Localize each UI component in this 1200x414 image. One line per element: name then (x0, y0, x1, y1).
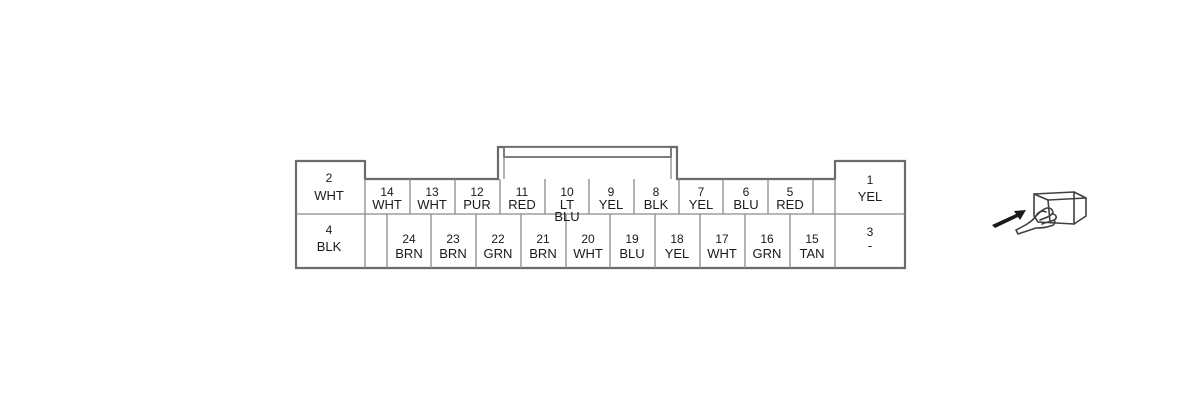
wire-color: BRN (529, 246, 556, 261)
pin-cell: 19 BLU (619, 232, 644, 261)
wire-color: YEL (665, 246, 690, 261)
wire-color: WHT (573, 246, 603, 261)
wire-color: WHT (417, 197, 447, 212)
pin-cell: 17 WHT (707, 232, 737, 261)
pin-number: 12 (470, 185, 484, 199)
pin-number: 2 (326, 171, 333, 185)
pin-cell: 22 GRN (484, 232, 513, 261)
wire-color-part: BLU (554, 209, 579, 224)
pin-number: 9 (608, 185, 615, 199)
wire-color: WHT (707, 246, 737, 261)
pin-number: 15 (805, 232, 819, 246)
pin-cell: 18 YEL (665, 232, 690, 261)
wire-color: BLK (317, 239, 342, 254)
pin-cell: 9 YEL (599, 185, 624, 212)
pin-number: 24 (402, 232, 416, 246)
pin-cell: 14 WHT (372, 185, 402, 212)
probe-box-face (1033, 191, 1087, 225)
wire-color: BLU (619, 246, 644, 261)
pin-cell: 13 WHT (417, 185, 447, 212)
pin-cell: 4 BLK (317, 223, 342, 254)
pin-cell: 12 PUR (463, 185, 490, 212)
wire-color: TAN (799, 246, 824, 261)
pin-cell: 21 BRN (529, 232, 556, 261)
pin-labels: 2 WHT 4 BLK 14 WHT 13 WHT 12 PUR 11 RED … (314, 171, 882, 261)
pin-number: 8 (653, 185, 660, 199)
pin-number: 23 (446, 232, 460, 246)
wire-color: WHT (314, 188, 344, 203)
cell-grid (296, 179, 905, 268)
arrow-icon (992, 210, 1026, 228)
pin-cell: 5 RED (776, 185, 803, 212)
wire-color: - (868, 238, 872, 253)
pin-cell: 6 BLU (733, 185, 758, 212)
pin-number: 10 (560, 185, 574, 199)
pin-number: 13 (425, 185, 439, 199)
pin-cell: 1 YEL (858, 173, 883, 204)
pin-number: 11 (516, 185, 529, 199)
pin-number: 3 (867, 225, 874, 239)
pin-cell: 2 WHT (314, 171, 344, 203)
pin-cell: 24 BRN (395, 232, 422, 261)
pin-number: 4 (326, 223, 333, 237)
hand-finger (1035, 210, 1055, 225)
pin-number: 18 (670, 232, 684, 246)
wire-color: GRN (484, 246, 513, 261)
pin-number: 17 (715, 232, 729, 246)
pin-cell: 11 RED (508, 185, 535, 212)
wire-color: GRN (753, 246, 782, 261)
pin-cell: 23 BRN (439, 232, 466, 261)
wire-color: BLU (733, 197, 758, 212)
pin-number: 22 (491, 232, 505, 246)
pin-cell: 20 WHT (573, 232, 603, 261)
pin-number: 16 (760, 232, 774, 246)
pin-cell: 15 TAN (799, 232, 824, 261)
pin-cell: 8 BLK (644, 185, 669, 212)
pin-number: 14 (380, 185, 394, 199)
pin-number: 5 (787, 185, 794, 199)
pin-number: 6 (743, 185, 750, 199)
wire-color: YEL (858, 189, 883, 204)
wire-color: RED (776, 197, 803, 212)
pin-number: 1 (867, 173, 874, 187)
wire-color: YEL (689, 197, 714, 212)
wire-color: PUR (463, 197, 490, 212)
pin-cell: 3 - (867, 225, 874, 253)
wire-color: BRN (395, 246, 422, 261)
wire-color: YEL (599, 197, 624, 212)
pin-number: 7 (698, 185, 705, 199)
locking-tab (503, 146, 672, 158)
wire-color: WHT (372, 197, 402, 212)
wire-color-part: LT (560, 197, 574, 212)
pin-cell: 16 GRN (753, 232, 782, 261)
pin-number: 19 (625, 232, 639, 246)
pin-number: 21 (536, 232, 550, 246)
wire-color: BLK (644, 197, 669, 212)
connector-probe-icon (992, 191, 1087, 235)
wire-color: RED (508, 197, 535, 212)
pin-cell: 7 YEL (689, 185, 714, 212)
pin-number: 20 (581, 232, 595, 246)
wire-color: BRN (439, 246, 466, 261)
